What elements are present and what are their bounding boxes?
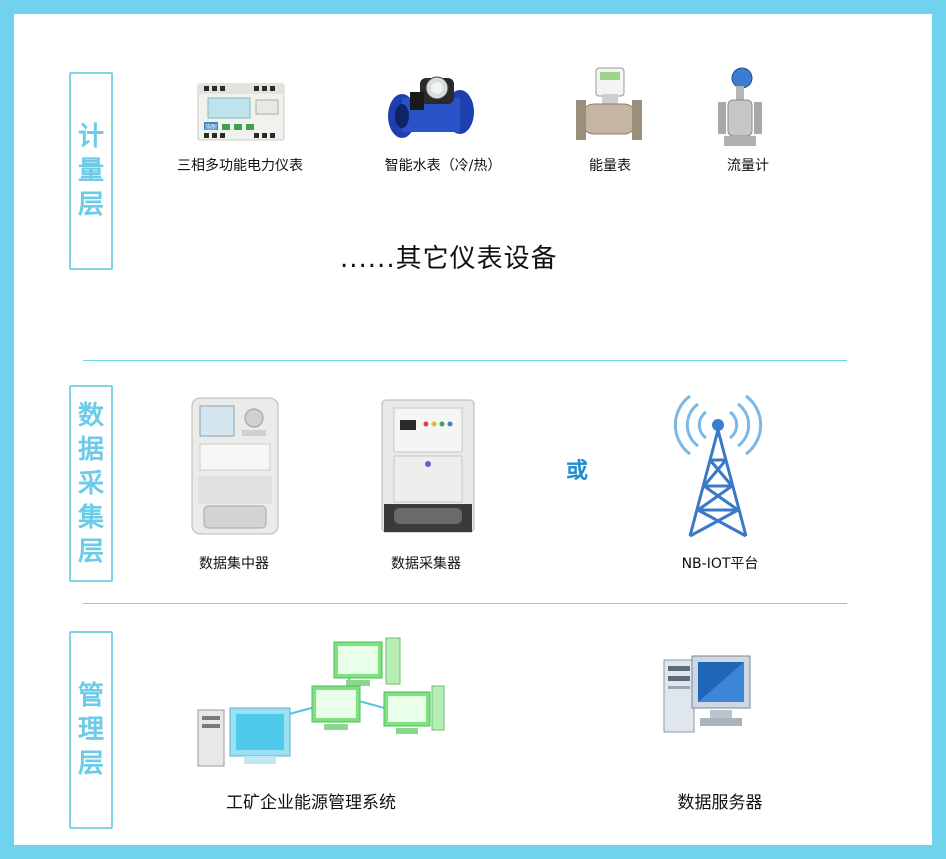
- layer-tag-char: 量: [77, 156, 104, 186]
- layer-tag-char: 数: [77, 400, 104, 431]
- layer-tag-char: 理: [77, 715, 104, 745]
- layer-tag-char: 采: [77, 468, 104, 499]
- system-label: 工矿企业能源管理系统: [226, 793, 396, 813]
- layer-tag-char: 集: [77, 502, 104, 533]
- divider-line: [83, 360, 847, 361]
- layer-tag-char: 管: [77, 681, 104, 711]
- layer-tag-metering: 计 量 层: [69, 72, 113, 270]
- flow-meter-icon: [718, 67, 762, 146]
- collector-icon: [381, 399, 475, 533]
- device-label: NB-IOT平台: [681, 556, 759, 572]
- other-instruments-text: ......其它仪表设备: [340, 244, 558, 274]
- layer-tag-char: 层: [77, 536, 104, 567]
- layer-tag-char: 计: [77, 122, 104, 152]
- device-label: 数据采集器: [391, 556, 461, 572]
- water-meter-icon: [388, 76, 474, 138]
- power-meter-brand: 施耐: [205, 123, 217, 131]
- server-icon: [663, 655, 751, 733]
- divider-line: [83, 603, 847, 604]
- layer-tag-management: 管 理 层: [69, 631, 113, 829]
- layer-tag-char: 层: [77, 749, 104, 779]
- device-label: 三相多功能电力仪表: [177, 158, 303, 174]
- computer-network-icon: [197, 637, 445, 767]
- device-label: 能量表: [589, 158, 631, 174]
- energy-meter-icon: [576, 67, 642, 140]
- layer-tag-collection: 数 据 采 集 层: [69, 385, 113, 582]
- system-label: 数据服务器: [677, 793, 763, 813]
- layer-tag-char: 层: [77, 190, 104, 220]
- or-text: 或: [566, 459, 589, 484]
- signal-tower-icon: [673, 394, 763, 538]
- device-label: 流量计: [727, 158, 769, 174]
- layer-tag-char: 据: [77, 434, 104, 465]
- device-label: 智能水表（冷/热）: [384, 158, 502, 174]
- device-label: 数据集中器: [199, 556, 269, 572]
- power-meter-icon: 施耐: [197, 83, 285, 141]
- concentrator-icon: [191, 397, 279, 535]
